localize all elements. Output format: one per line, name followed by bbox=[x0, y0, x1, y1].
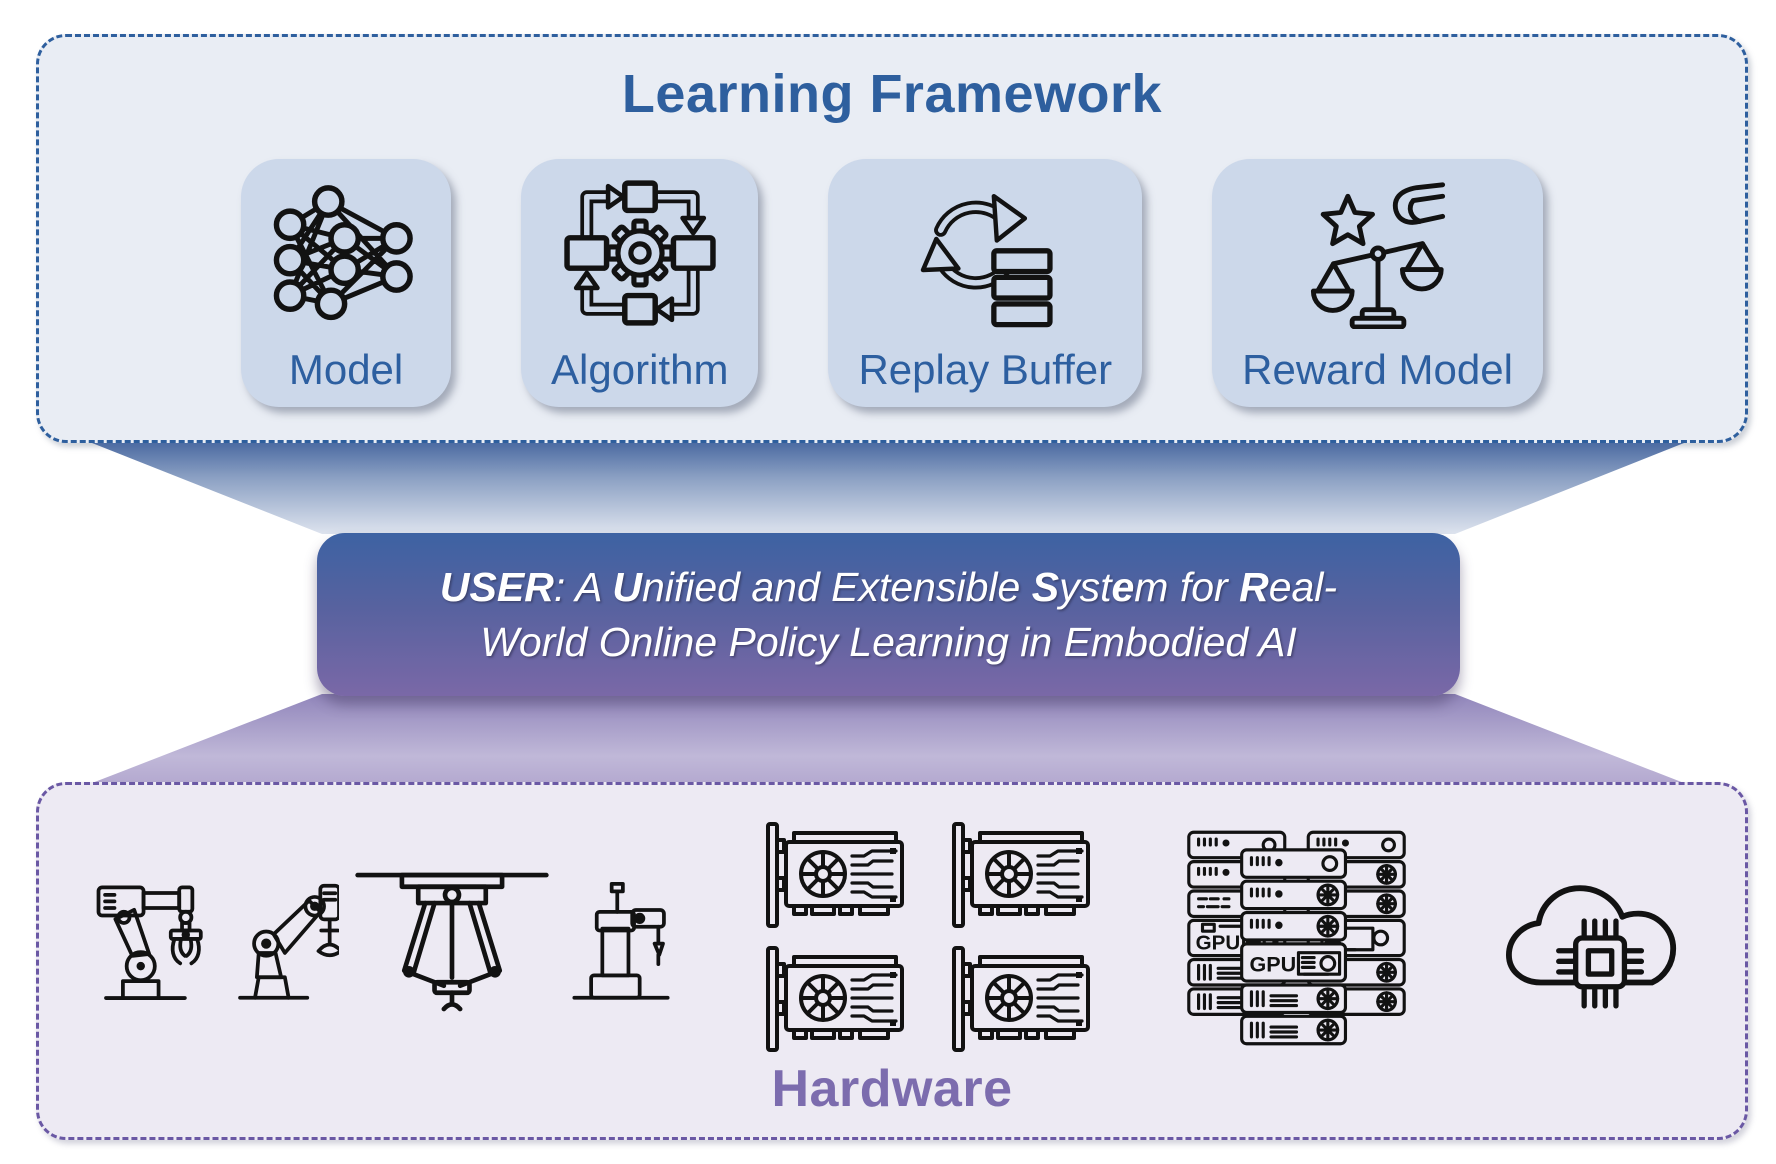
card-model: Model bbox=[241, 159, 452, 407]
gpu-card-icon bbox=[942, 944, 1100, 1056]
card-reward-model-label: Reward Model bbox=[1242, 346, 1513, 393]
learning-framework-title: Learning Framework bbox=[621, 64, 1163, 124]
cloud-chip-icon bbox=[1505, 885, 1677, 1009]
card-replay-buffer: Replay Buffer bbox=[828, 159, 1143, 407]
funnel-framework-to-user bbox=[92, 443, 1684, 534]
gpu-card-icon bbox=[942, 820, 1100, 932]
scara-robot-icon bbox=[572, 881, 670, 1000]
card-replay-buffer-label: Replay Buffer bbox=[858, 346, 1113, 393]
gpu-card-icon bbox=[756, 944, 914, 1056]
gpu-server-rack-icon: GPU bbox=[1187, 830, 1406, 1046]
robot-arm-gripper-icon bbox=[96, 885, 203, 1000]
process-cycle-gear-icon bbox=[564, 180, 716, 326]
gpu-cards-group bbox=[756, 820, 1100, 1056]
delta-robot-icon bbox=[355, 872, 549, 1012]
hardware-icons-row: GPU bbox=[91, 813, 1705, 1063]
user-system-banner: USER: A Unified and Extensible System fo… bbox=[317, 533, 1460, 696]
card-algorithm: Algorithm bbox=[521, 159, 759, 407]
neural-network-icon bbox=[273, 185, 413, 321]
card-model-label: Model bbox=[288, 346, 404, 393]
learning-framework-panel: Learning Framework Model bbox=[36, 34, 1748, 443]
funnel-user-to-hardware bbox=[92, 694, 1684, 783]
card-algorithm-label: Algorithm bbox=[551, 346, 729, 393]
hand-star-balance-icon bbox=[1310, 182, 1445, 329]
hardware-panel: GPU bbox=[36, 782, 1748, 1140]
hardware-title: Hardware bbox=[771, 1060, 1013, 1118]
cycle-arrows-database-icon bbox=[921, 193, 1053, 328]
server-gpu-label-1: GPU bbox=[1196, 932, 1241, 955]
card-reward-model: Reward Model bbox=[1212, 159, 1543, 407]
framework-cards-row: Model bbox=[39, 159, 1745, 407]
gpu-card-icon bbox=[756, 820, 914, 932]
banner-line-2: World Online Policy Learning in Embodied… bbox=[480, 618, 1297, 665]
robot-icons-group bbox=[91, 824, 677, 1052]
server-gpu-label-2: GPU bbox=[1250, 952, 1297, 976]
robot-arm-suction-icon bbox=[238, 883, 339, 1000]
banner-line-1: USER: A Unified and Extensible System fo… bbox=[439, 563, 1338, 610]
